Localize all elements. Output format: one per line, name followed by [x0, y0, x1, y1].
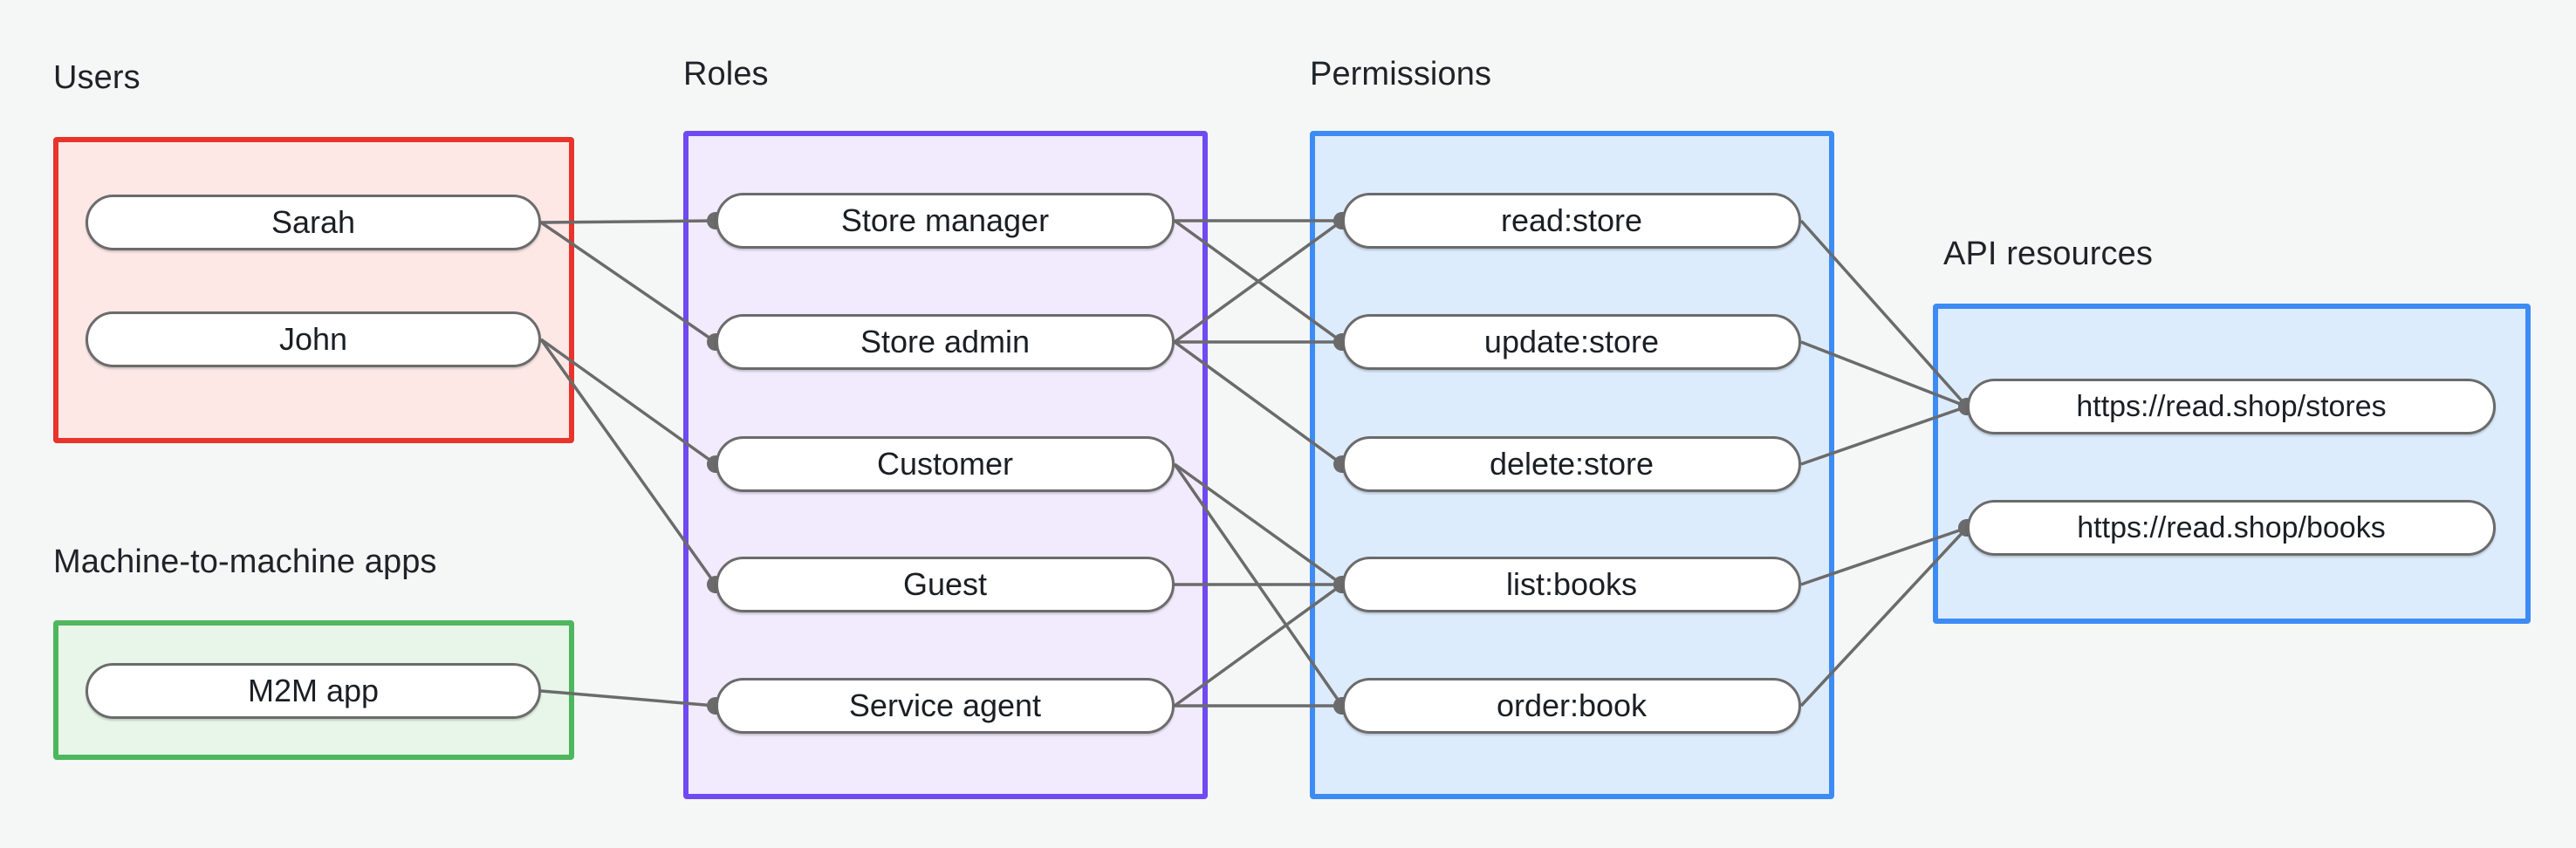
node-label-sarah: Sarah: [271, 204, 356, 240]
node-label-service-agent: Service agent: [848, 687, 1042, 723]
node-john[interactable]: John: [86, 311, 541, 367]
node-label-store-manager: Store manager: [840, 202, 1050, 238]
node-label-m2mapp: M2M app: [247, 673, 380, 708]
group-box-users: [53, 137, 574, 443]
node-sarah[interactable]: Sarah: [86, 195, 541, 250]
node-store-admin[interactable]: Store admin: [716, 314, 1175, 370]
group-label-permissions: Permissions: [1310, 56, 1492, 92]
group-label-roles: Roles: [683, 56, 769, 92]
node-label-list-books: list:books: [1505, 566, 1638, 602]
node-label-guest: Guest: [902, 566, 988, 602]
node-guest[interactable]: Guest: [716, 557, 1175, 612]
node-m2mapp[interactable]: M2M app: [86, 663, 541, 719]
node-label-res-stores: https://read.shop/stores: [2076, 389, 2387, 423]
group-box-api-resources: [1933, 304, 2531, 624]
node-res-books[interactable]: https://read.shop/books: [1967, 500, 2496, 556]
node-delete-store[interactable]: delete:store: [1342, 436, 1801, 492]
node-customer[interactable]: Customer: [716, 436, 1175, 492]
node-res-stores[interactable]: https://read.shop/stores: [1967, 379, 2496, 434]
group-label-m2m: Machine-to-machine apps: [53, 544, 437, 580]
node-label-order-book: order:book: [1496, 687, 1648, 723]
node-label-res-books: https://read.shop/books: [2077, 510, 2386, 544]
node-label-update-store: update:store: [1483, 324, 1660, 359]
node-label-john: John: [278, 321, 348, 357]
node-update-store[interactable]: update:store: [1342, 314, 1801, 370]
group-label-api-resources: API resources: [1943, 236, 2153, 272]
node-read-store[interactable]: read:store: [1342, 193, 1801, 249]
node-service-agent[interactable]: Service agent: [716, 678, 1175, 734]
node-label-read-store: read:store: [1500, 202, 1643, 238]
node-label-store-admin: Store admin: [860, 324, 1031, 359]
node-label-customer: Customer: [876, 446, 1014, 482]
node-list-books[interactable]: list:books: [1342, 557, 1801, 612]
node-store-manager[interactable]: Store manager: [716, 193, 1175, 249]
group-label-users: Users: [53, 59, 140, 96]
node-label-delete-store: delete:store: [1489, 446, 1655, 482]
node-order-book[interactable]: order:book: [1342, 678, 1801, 734]
